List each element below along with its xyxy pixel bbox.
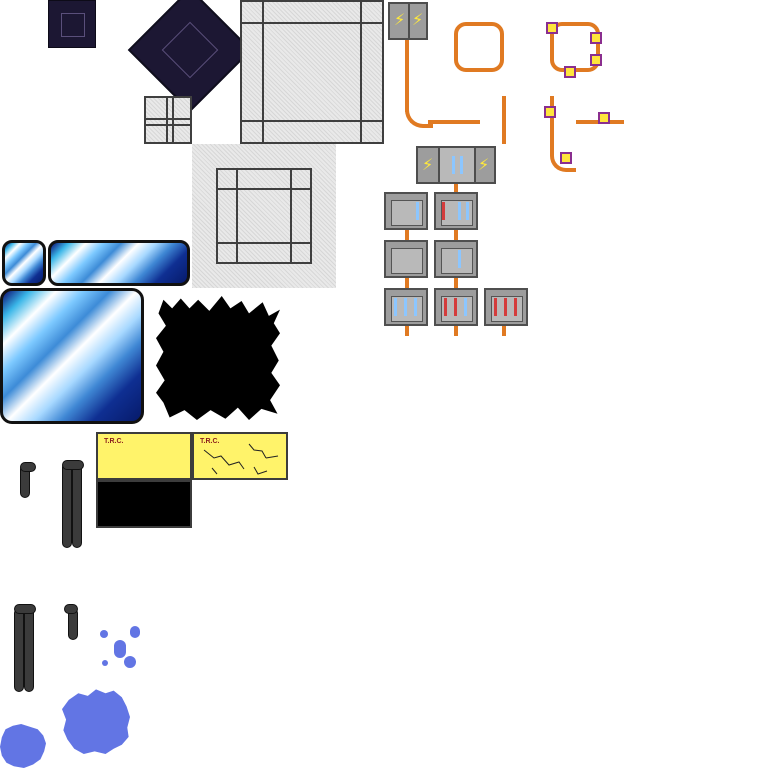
generator-top: ⚡ ⚡	[416, 146, 496, 184]
blue-tube-icon	[458, 202, 461, 220]
blue-tube-icon	[394, 298, 397, 316]
blue-puddle-large	[62, 689, 130, 754]
dark-tile-small	[48, 0, 96, 48]
red-tube-icon	[514, 298, 517, 316]
electric-box: ⚡ ⚡	[388, 2, 428, 40]
red-tube-icon	[444, 298, 447, 316]
ice-block-wide	[48, 240, 190, 286]
pipe-vertical	[454, 326, 458, 336]
sign-label: T.R.C.	[200, 438, 220, 445]
blue-droplet-2	[114, 640, 126, 658]
blue-droplet-5	[102, 660, 108, 666]
pipe-vertical	[454, 278, 458, 290]
panel-gray-3	[384, 240, 428, 278]
red-tube-icon	[504, 298, 507, 316]
panel-gray-4	[434, 240, 478, 278]
pipe-vertical	[454, 230, 458, 242]
spark-icon	[592, 56, 600, 64]
black-splatter	[156, 296, 280, 420]
panel-gray-7	[484, 288, 528, 326]
blue-tube-icon	[458, 250, 461, 268]
spark-icon	[546, 108, 554, 116]
blue-tube-icon	[466, 202, 469, 220]
red-tube-icon	[442, 202, 445, 220]
panel-gray-1	[384, 192, 428, 230]
pipe-curve-sparks	[546, 96, 576, 172]
spark-icon	[562, 154, 570, 162]
pipe-vertical	[405, 326, 409, 336]
panel-gray-6	[434, 288, 478, 326]
metal-grate-large	[240, 0, 384, 144]
pipe-short-vertical	[502, 96, 506, 144]
blue-droplet-1	[100, 630, 108, 638]
pipe-vertical	[405, 230, 409, 242]
black-pipe-long-right	[72, 462, 82, 548]
lightning-icon: ⚡	[478, 155, 490, 174]
spark-icon	[566, 68, 574, 76]
blue-puddle-small	[0, 724, 46, 768]
black-pipe-lower-top	[14, 604, 36, 614]
pipe-vertical	[405, 278, 409, 290]
sign-yellow-cracked: T.R.C.	[192, 432, 288, 480]
blue-tube-icon	[464, 298, 467, 316]
panel-gray-2	[434, 192, 478, 230]
pipe-loop-sparks	[548, 22, 600, 76]
pipe-vertical	[502, 326, 506, 336]
lightning-icon: ⚡	[394, 10, 406, 29]
pipe-horizontal	[428, 120, 480, 124]
black-pipe-hook-top	[20, 462, 36, 472]
blue-droplet-3	[130, 626, 140, 638]
blue-tube-icon	[416, 202, 419, 220]
blue-tube-icon	[460, 156, 463, 174]
ice-block-large	[0, 288, 144, 424]
metal-grate-medium	[216, 168, 312, 264]
pipe-vertical	[454, 184, 458, 194]
sign-label: T.R.C.	[104, 438, 124, 445]
lightning-icon: ⚡	[412, 10, 424, 29]
black-pipe-long-left	[62, 462, 72, 548]
red-tube-icon	[494, 298, 497, 316]
sign-yellow: T.R.C.	[96, 432, 192, 480]
pipe-loop	[454, 22, 504, 72]
spark-icon	[600, 114, 608, 122]
spark-icon	[592, 34, 600, 42]
pipe-curve-bottom-left	[405, 104, 433, 128]
spark-icon	[548, 24, 556, 32]
pipe-horizontal-sparks	[576, 114, 624, 124]
black-pipe-lower-left	[14, 608, 24, 692]
panel-gray-5	[384, 288, 428, 326]
metal-grate-small	[144, 96, 192, 144]
blue-droplet-4	[124, 656, 136, 668]
pipe-vertical	[405, 40, 409, 112]
lightning-icon: ⚡	[422, 155, 434, 174]
black-pipe-lower-right	[24, 608, 34, 692]
black-pipe-top-bend	[62, 460, 84, 470]
blue-tube-icon	[414, 298, 417, 316]
ice-block-small	[2, 240, 46, 286]
sign-black	[96, 480, 192, 528]
crack-lines	[203, 443, 279, 475]
blue-tube-icon	[452, 156, 455, 174]
blue-tube-icon	[404, 298, 407, 316]
red-tube-icon	[454, 298, 457, 316]
black-pipe-lower-short-top	[64, 604, 78, 614]
